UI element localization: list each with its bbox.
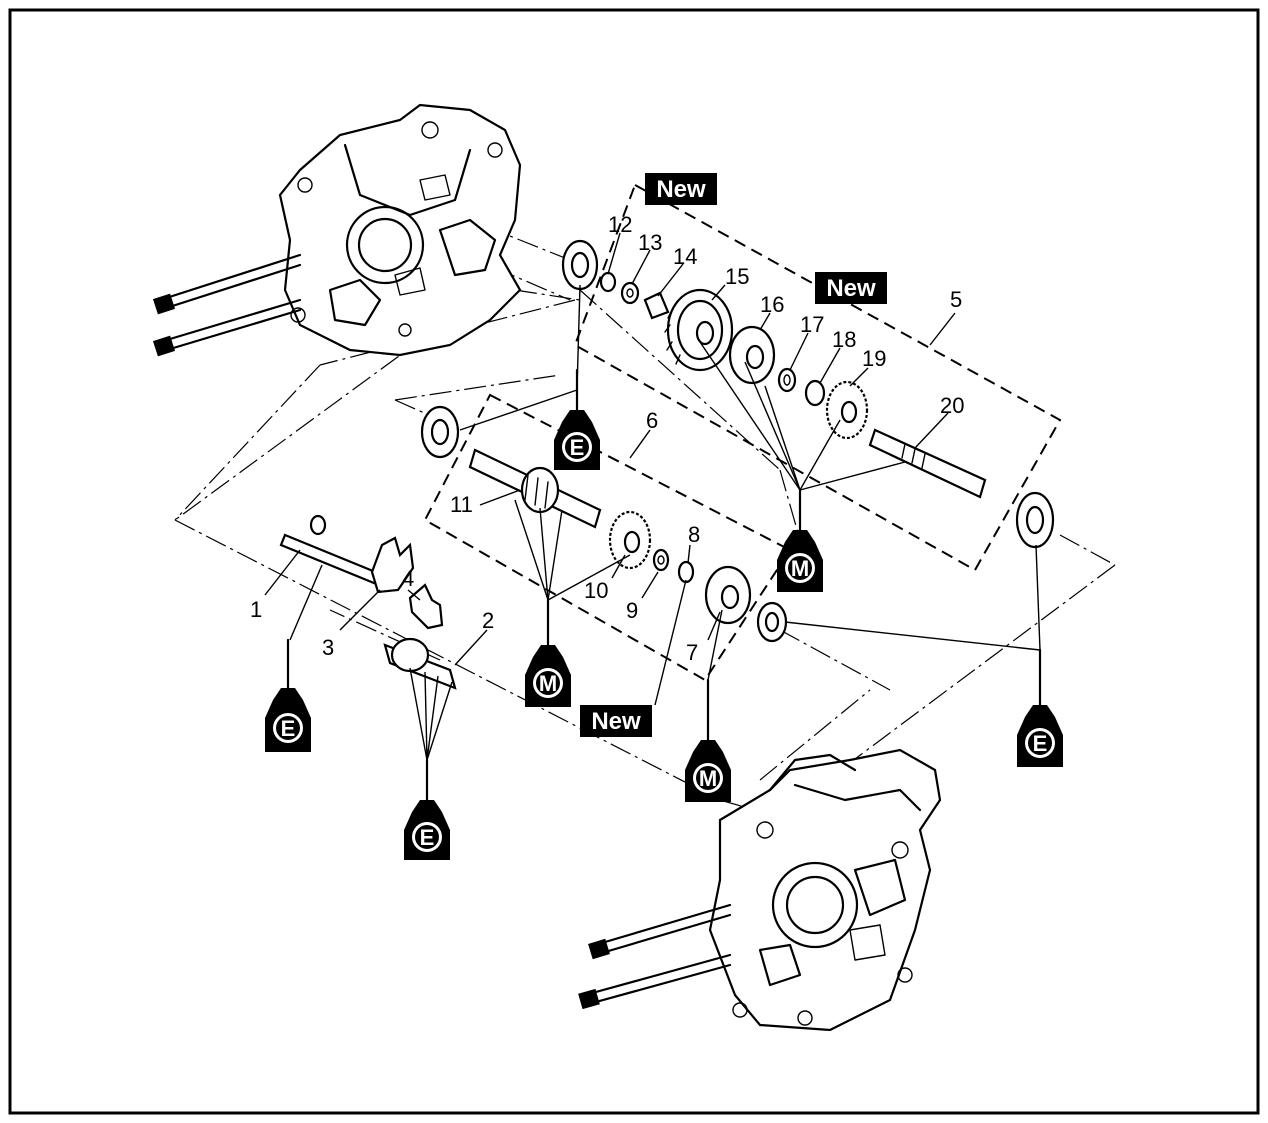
part-label-15: 15 bbox=[725, 264, 749, 289]
group-box-main-axle bbox=[573, 183, 1062, 572]
svg-text:M: M bbox=[539, 671, 557, 696]
part-label-10: 10 bbox=[584, 578, 608, 603]
part-label-1: 1 bbox=[250, 597, 262, 622]
drive-axle-11 bbox=[468, 448, 602, 529]
part-label-18: 18 bbox=[832, 327, 856, 352]
part-label-4: 4 bbox=[402, 566, 414, 591]
main-axle-20 bbox=[868, 428, 987, 499]
shift-cam-2 bbox=[383, 637, 457, 690]
gear-15 bbox=[664, 288, 734, 372]
part-label-9: 9 bbox=[626, 598, 638, 623]
gear-16 bbox=[728, 325, 776, 385]
part-label-2: 2 bbox=[482, 608, 494, 633]
shift-fork-3 bbox=[370, 536, 415, 594]
oil-symbol-e-left: E bbox=[265, 638, 311, 752]
oil-symbol-m-lower: M bbox=[685, 678, 731, 802]
svg-text:M: M bbox=[699, 766, 717, 791]
part-label-12: 12 bbox=[608, 212, 632, 237]
diagram-frame bbox=[8, 8, 1260, 1115]
new-tag-bottom: New bbox=[580, 705, 652, 737]
svg-text:New: New bbox=[826, 275, 876, 302]
svg-text:New: New bbox=[591, 708, 641, 735]
bearing-drive-right bbox=[756, 601, 788, 643]
crankcase-left-half bbox=[152, 103, 522, 357]
svg-text:E: E bbox=[570, 435, 585, 460]
part-label-7: 7 bbox=[686, 640, 698, 665]
gear-7 bbox=[704, 565, 752, 625]
oil-symbol-e-right: E bbox=[1017, 648, 1063, 767]
part-label-3: 3 bbox=[322, 635, 334, 660]
part-label-20: 20 bbox=[940, 393, 964, 418]
gear-10 bbox=[608, 510, 652, 570]
washer-9 bbox=[652, 548, 670, 572]
part-label-19: 19 bbox=[862, 346, 886, 371]
svg-text:E: E bbox=[1033, 731, 1048, 756]
svg-text:E: E bbox=[420, 825, 435, 850]
part-number-labels: 1 2 3 4 5 6 7 8 9 10 11 12 13 14 15 16 1… bbox=[250, 212, 964, 665]
new-tag-top: New bbox=[645, 173, 717, 205]
oil-symbol-e-upper: E bbox=[554, 368, 600, 470]
circlip-8 bbox=[677, 560, 695, 584]
part-label-13: 13 bbox=[638, 230, 662, 255]
svg-text:M: M bbox=[791, 556, 809, 581]
collar-14 bbox=[643, 291, 670, 320]
leader-lines bbox=[264, 232, 956, 706]
part-label-11: 11 bbox=[450, 492, 473, 517]
bearing-main-right bbox=[1015, 491, 1055, 549]
oil-symbol-m-middle: M bbox=[525, 598, 571, 707]
new-tag-right: New bbox=[815, 272, 887, 304]
svg-text:New: New bbox=[656, 176, 706, 203]
shift-fork-4 bbox=[408, 583, 444, 630]
part-label-16: 16 bbox=[760, 292, 784, 317]
washer-13 bbox=[620, 281, 640, 305]
part-label-17: 17 bbox=[800, 312, 824, 337]
part-label-5: 5 bbox=[950, 287, 962, 312]
circlip-18 bbox=[804, 379, 826, 407]
part-label-14: 14 bbox=[673, 244, 697, 269]
group-box-drive-axle bbox=[423, 393, 792, 682]
oil-symbol-m-upper: M bbox=[777, 488, 823, 592]
part-label-8: 8 bbox=[688, 522, 700, 547]
circlip-12 bbox=[599, 271, 617, 293]
washer-17 bbox=[777, 367, 797, 393]
lube-arrows bbox=[289, 284, 1041, 761]
bearing-upper-main bbox=[561, 239, 599, 291]
part-label-6: 6 bbox=[646, 408, 658, 433]
oil-symbol-e-lower: E bbox=[404, 758, 450, 860]
svg-text:E: E bbox=[281, 716, 296, 741]
crankcase-right-half bbox=[578, 748, 942, 1032]
gear-19 bbox=[825, 380, 869, 440]
bearing-drive-left bbox=[420, 405, 460, 459]
